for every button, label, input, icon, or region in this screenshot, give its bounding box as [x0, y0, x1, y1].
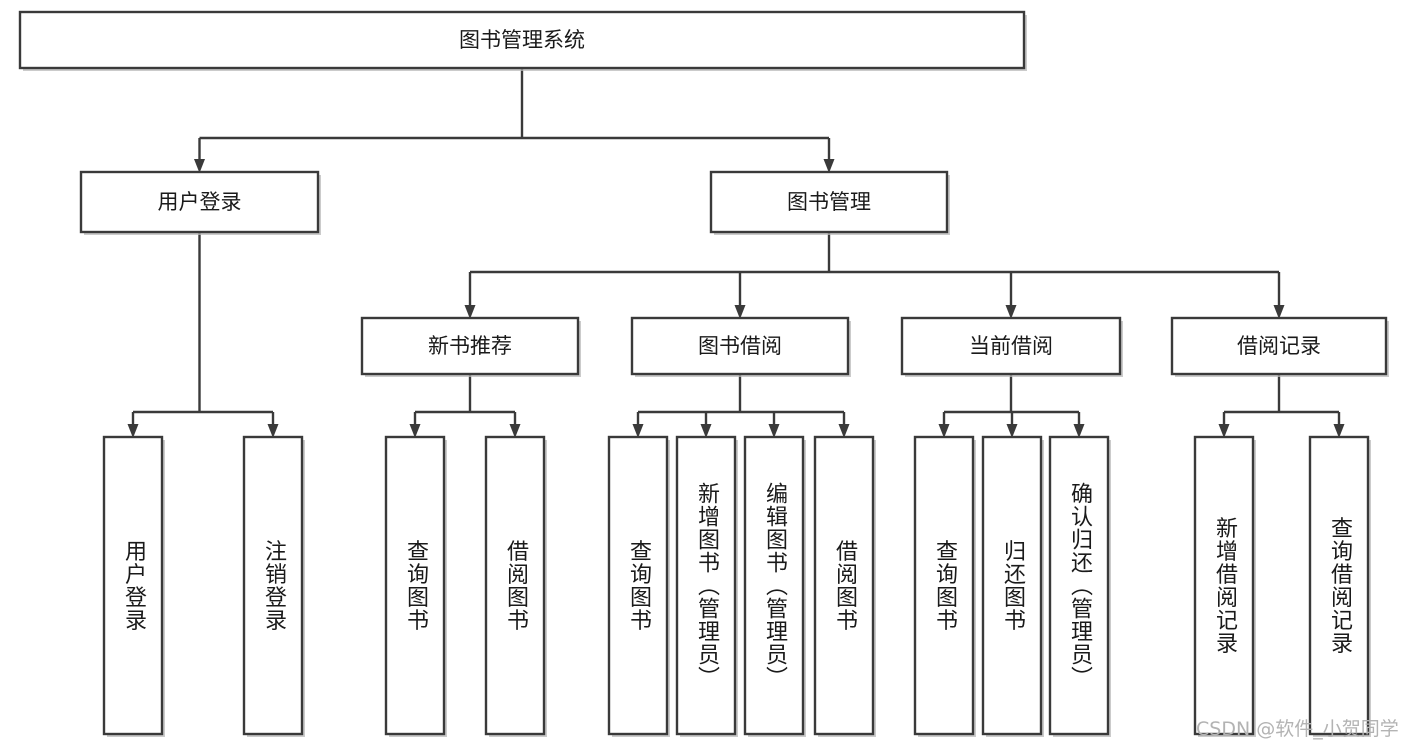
node-box[interactable]	[981, 435, 1043, 736]
node-label: 借阅图书	[503, 540, 529, 632]
node-leaf-borrow-query[interactable]: 查询图书	[607, 435, 670, 737]
arrow-head-icon	[938, 424, 950, 438]
nodes-layer: 图书管理系统用户登录图书管理新书推荐图书借阅当前借阅借阅记录用户登录注销登录查询…	[18, 10, 1389, 737]
node-box[interactable]	[242, 435, 304, 736]
node-leaf-new-borrow[interactable]: 借阅图书	[484, 435, 547, 737]
node-record[interactable]: 借阅记录	[1170, 316, 1389, 377]
node-label: 借阅图书	[832, 540, 858, 632]
node-leaf-logout[interactable]: 注销登录	[242, 435, 305, 737]
arrow-head-icon	[409, 424, 421, 438]
node-box[interactable]	[743, 435, 805, 736]
node-leaf-rec-query[interactable]: 查询借阅记录	[1308, 435, 1371, 737]
node-root[interactable]: 图书管理系统	[18, 10, 1027, 71]
node-box[interactable]	[360, 316, 580, 376]
node-leaf-new-query[interactable]: 查询图书	[384, 435, 447, 737]
arrow-head-icon	[838, 424, 850, 438]
arrow-head-icon	[823, 159, 835, 173]
arrow-head-icon	[700, 424, 712, 438]
node-leaf-user-login[interactable]: 用户登录	[102, 435, 165, 737]
node-bookmgmt[interactable]: 图书管理	[709, 170, 950, 235]
node-box[interactable]	[900, 316, 1122, 376]
node-label: 借阅记录	[1237, 334, 1321, 358]
node-box[interactable]	[102, 435, 164, 736]
node-box[interactable]	[675, 435, 737, 736]
node-box[interactable]	[813, 435, 875, 736]
node-label: 查询图书	[932, 540, 958, 632]
node-box[interactable]	[607, 435, 669, 736]
arrow-head-icon	[464, 305, 476, 319]
connectors-layer	[127, 68, 1345, 438]
node-box[interactable]	[913, 435, 975, 736]
arrow-head-icon	[127, 424, 139, 438]
node-label: 当前借阅	[969, 334, 1053, 358]
node-label: 查询图书	[626, 540, 652, 632]
arrow-head-icon	[1333, 424, 1345, 438]
node-label: 新增图书（管理员）	[694, 482, 720, 689]
node-label: 图书管理系统	[459, 28, 585, 52]
node-label: 查询借阅记录	[1327, 517, 1353, 655]
node-box[interactable]	[1170, 316, 1388, 376]
node-leaf-rec-add[interactable]: 新增借阅记录	[1193, 435, 1256, 737]
arrow-head-icon	[768, 424, 780, 438]
node-login[interactable]: 用户登录	[79, 170, 321, 235]
node-label: 注销登录	[261, 540, 287, 632]
arrow-head-icon	[1006, 424, 1018, 438]
arrow-head-icon	[194, 159, 205, 173]
arrow-head-icon	[509, 424, 521, 438]
arrow-head-icon	[1273, 305, 1285, 319]
node-box[interactable]	[384, 435, 446, 736]
node-box[interactable]	[1308, 435, 1370, 736]
node-current[interactable]: 当前借阅	[900, 316, 1123, 377]
node-label: 图书借阅	[698, 334, 782, 358]
node-box[interactable]	[484, 435, 546, 736]
arrow-head-icon	[1218, 424, 1230, 438]
node-newbook[interactable]: 新书推荐	[360, 316, 581, 377]
node-label: 确认归还（管理员）	[1067, 482, 1093, 689]
node-leaf-cur-query[interactable]: 查询图书	[913, 435, 976, 737]
node-label: 编辑图书（管理员）	[762, 482, 788, 689]
arrow-head-icon	[632, 424, 644, 438]
arrow-head-icon	[1005, 305, 1017, 319]
arrow-head-icon	[1073, 424, 1085, 438]
arrow-head-icon	[267, 424, 279, 438]
node-label: 归还图书	[1000, 540, 1026, 632]
node-box[interactable]	[79, 170, 320, 234]
node-box[interactable]	[1048, 435, 1110, 736]
node-label: 新书推荐	[428, 334, 512, 358]
node-box[interactable]	[18, 10, 1026, 70]
node-leaf-cur-confirm[interactable]: 确认归还（管理员）	[1048, 435, 1111, 737]
node-leaf-cur-return[interactable]: 归还图书	[981, 435, 1044, 737]
node-label: 用户登录	[121, 540, 147, 632]
node-label: 图书管理	[787, 190, 871, 214]
node-box[interactable]	[1193, 435, 1255, 736]
node-leaf-borrow-add[interactable]: 新增图书（管理员）	[675, 435, 738, 737]
node-label: 查询图书	[403, 540, 429, 632]
node-label: 用户登录	[158, 190, 242, 214]
node-box[interactable]	[709, 170, 949, 234]
node-leaf-borrow-lend[interactable]: 借阅图书	[813, 435, 876, 737]
arrow-head-icon	[734, 305, 746, 319]
node-leaf-borrow-edit[interactable]: 编辑图书（管理员）	[743, 435, 806, 737]
node-borrow[interactable]: 图书借阅	[630, 316, 851, 377]
node-label: 新增借阅记录	[1212, 517, 1238, 655]
node-box[interactable]	[630, 316, 850, 376]
